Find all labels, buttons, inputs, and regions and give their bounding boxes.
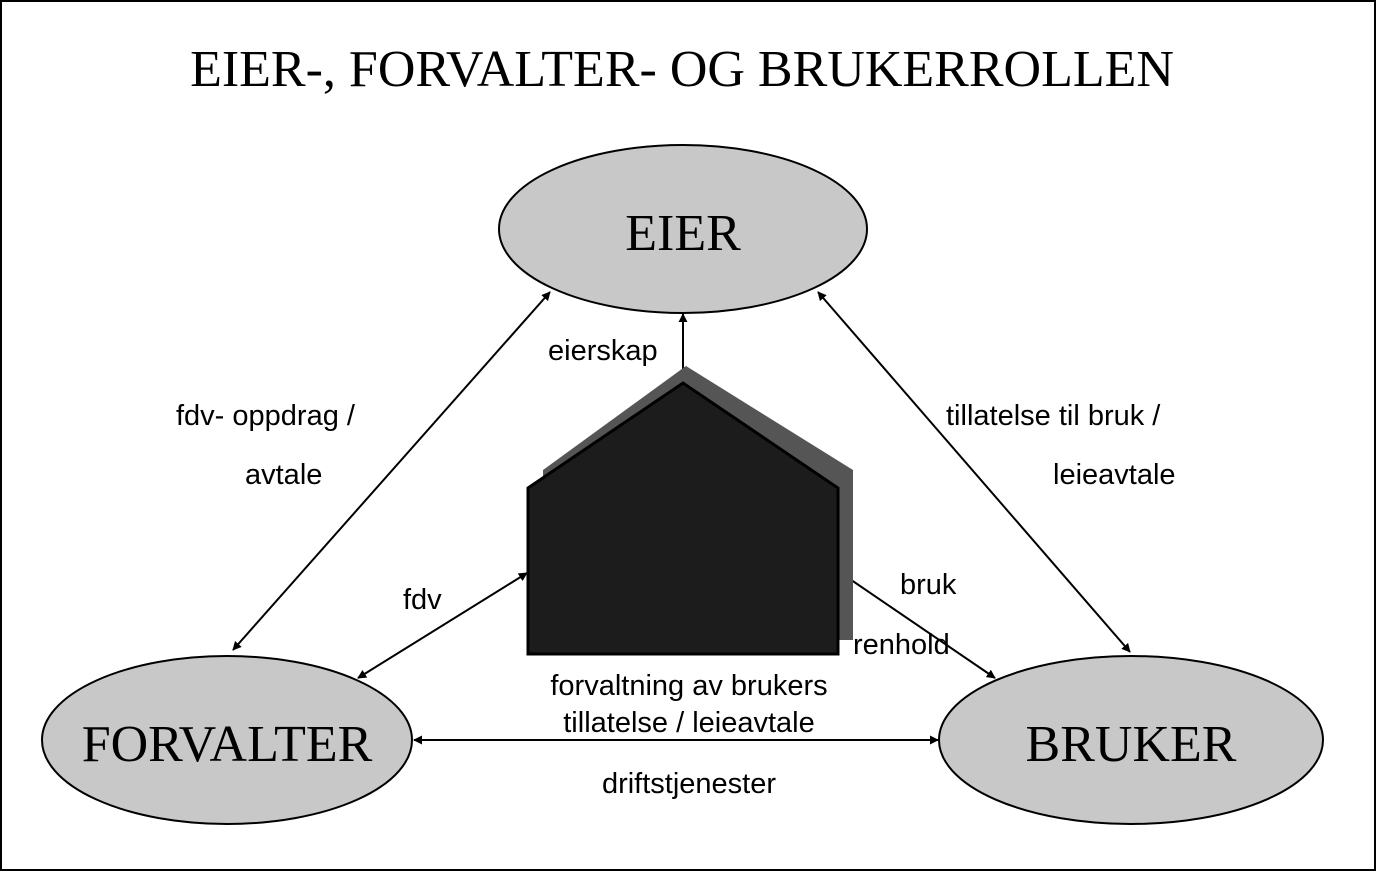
node-bruker: BRUKER [938,655,1324,825]
house-icon [526,366,853,656]
node-forvalter: FORVALTER [41,655,413,825]
arrow-forvalter-house [357,572,528,679]
label-tillatelse-line2: leieavtale [1053,459,1176,491]
label-renhold: renhold [853,629,950,661]
node-eier-label: EIER [625,205,741,262]
label-forvaltning-line1: forvaltning av brukers [550,670,827,702]
label-driftstjenester: driftstjenester [602,768,776,800]
label-bruk: bruk [900,569,957,601]
label-eierskap: eierskap [548,335,658,367]
house-body [526,381,840,656]
arrow-eier-forvalter [232,291,551,651]
arrow-house-bruker [840,572,996,679]
node-forvalter-label: FORVALTER [82,716,373,773]
node-eier: EIER [498,144,868,314]
label-fdv-oppdrag-line2: avtale [245,459,322,491]
node-bruker-label: BRUKER [1026,716,1237,773]
label-fdv: fdv [403,584,442,616]
label-forvaltning-line2: tillatelse / leieavtale [563,707,814,739]
label-tillatelse-line1: tillatelse til bruk / [946,400,1161,432]
label-fdv-oppdrag-line1: fdv- oppdrag / [176,400,356,432]
arrow-eier-bruker [817,291,1131,653]
diagram-title: EIER-, FORVALTER- OG BRUKERROLLEN [190,41,1174,98]
